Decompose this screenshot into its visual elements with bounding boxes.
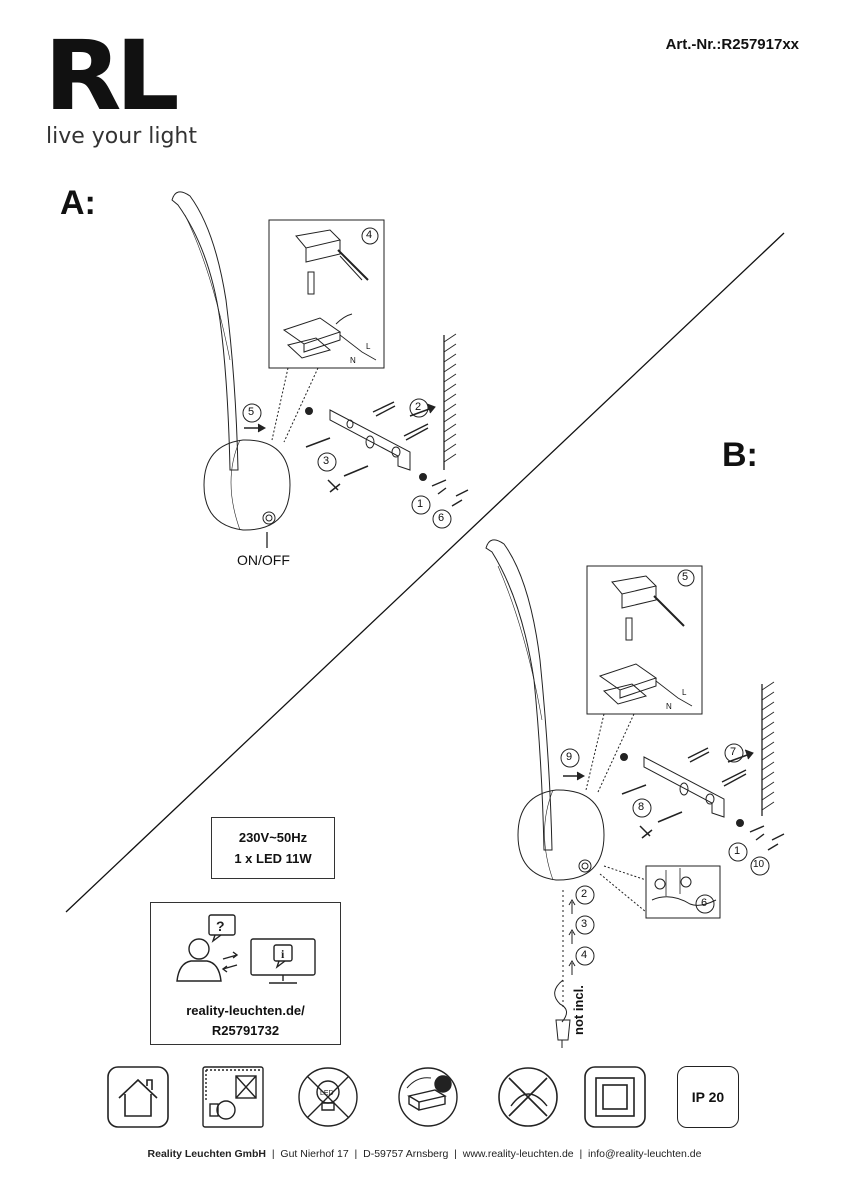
footer-email-link[interactable]: info@reality-leuchten.de — [588, 1148, 702, 1160]
wire-label-l-b: L — [682, 688, 687, 697]
info-url-line1: reality-leuchten.de/ — [186, 1003, 305, 1018]
article-number: Art.-Nr.:R257917xx — [665, 36, 799, 53]
step-b-3: 3 — [581, 918, 588, 930]
not-included-label: not incl. — [571, 985, 586, 1035]
step-b-8: 8 — [638, 801, 645, 813]
info-box: ? i reality-leuchten.de/ R25791732 — [150, 902, 341, 1045]
step-b-4: 4 — [581, 949, 588, 961]
step-a-4: 4 — [366, 229, 373, 241]
step-b-2: 2 — [581, 888, 588, 900]
step-b-7: 7 — [730, 746, 737, 758]
section-a-label: A: — [60, 184, 96, 222]
driver-icon — [398, 1067, 458, 1127]
question-bubble-icon: ? — [208, 914, 236, 943]
led-not-replaceable-icon: LED — [298, 1067, 358, 1127]
step-b-1: 1 — [734, 845, 741, 857]
step-b-5: 5 — [682, 571, 689, 583]
footer: Reality Leuchten GmbH | Gut Nierhof 17 |… — [147, 1148, 702, 1160]
footer-web-link[interactable]: www.reality-leuchten.de — [462, 1148, 574, 1160]
wire-label-l-a: L — [366, 342, 371, 351]
info-url-line2: R25791732 — [211, 1023, 280, 1038]
specs-box: 230V~50Hz 1 x LED 11W — [211, 817, 335, 879]
step-b-6: 6 — [701, 897, 708, 909]
footer-city: D-59757 Arnsberg — [363, 1148, 449, 1160]
step-a-2: 2 — [415, 401, 422, 413]
footer-address: Gut Nierhof 17 — [280, 1148, 349, 1160]
mounting-surface-icon — [202, 1066, 264, 1128]
indoor-use-icon — [107, 1066, 169, 1128]
onoff-label: ON/OFF — [237, 552, 290, 568]
monitor-info-icon: i — [250, 938, 316, 984]
step-a-5: 5 — [248, 406, 255, 418]
voltage-spec: 230V~50Hz — [238, 830, 308, 845]
step-a-6: 6 — [438, 512, 445, 524]
footer-company: Reality Leuchten GmbH — [147, 1148, 266, 1160]
step-a-1: 1 — [417, 498, 424, 510]
svg-text:LED: LED — [320, 1090, 334, 1097]
ip-rating-badge: IP 20 — [677, 1066, 739, 1128]
step-b-9: 9 — [566, 751, 573, 763]
no-cover-icon — [498, 1067, 558, 1127]
svg-text:?: ? — [216, 918, 225, 934]
protection-class-icon — [584, 1066, 646, 1128]
info-url[interactable]: reality-leuchten.de/ R25791732 — [151, 1001, 340, 1041]
svg-text:i: i — [281, 947, 285, 961]
step-a-3: 3 — [323, 455, 330, 467]
brand-tagline: live your light — [46, 124, 197, 149]
brand-logo: RL — [44, 20, 180, 132]
step-b-10: 10 — [753, 859, 765, 870]
section-b-label: B: — [722, 436, 758, 474]
exchange-arrows-icon — [221, 951, 239, 973]
person-icon — [176, 938, 222, 982]
support-illustration: ? i — [176, 914, 316, 984]
wire-label-n-a: N — [350, 356, 356, 365]
wire-label-n-b: N — [666, 702, 672, 711]
lamp-spec: 1 x LED 11W — [234, 851, 312, 866]
